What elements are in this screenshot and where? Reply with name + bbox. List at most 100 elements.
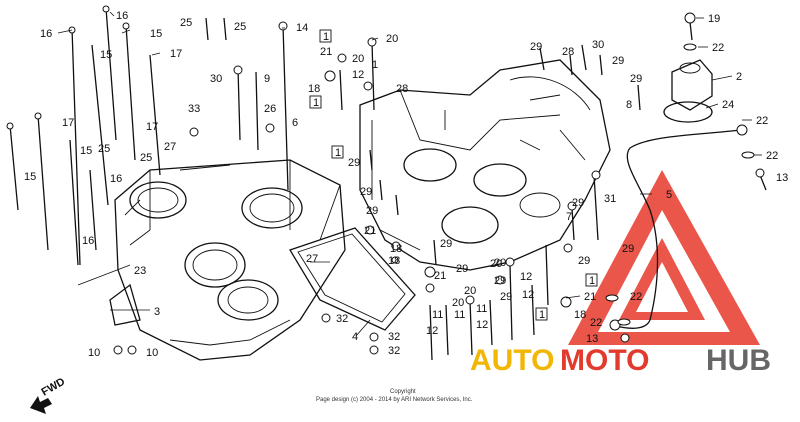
watermark-hub: HUB <box>706 344 771 377</box>
cylinder-studs <box>9 7 289 266</box>
label-13: 13 <box>586 333 598 345</box>
label-22: 22 <box>766 150 778 162</box>
label-16: 16 <box>116 10 128 22</box>
label-29: 29 <box>366 205 378 217</box>
label-21: 21 <box>434 270 446 282</box>
label-29: 29 <box>572 197 584 209</box>
label-20: 20 <box>352 53 364 65</box>
label-16: 16 <box>110 173 122 185</box>
label-30: 30 <box>592 39 604 51</box>
label-22: 22 <box>712 42 724 54</box>
oil-pan-gasket <box>289 227 416 331</box>
label-15: 15 <box>100 49 112 61</box>
label-16: 16 <box>82 235 94 247</box>
label-29: 29 <box>530 41 542 53</box>
boxed-label-1: 1 <box>335 147 341 159</box>
label-29: 29 <box>494 275 506 287</box>
label-29: 29 <box>612 55 624 67</box>
forward-direction-indicator: FWD <box>30 376 67 414</box>
label-33: 33 <box>188 103 200 115</box>
label-26: 26 <box>264 103 276 115</box>
breather-cover <box>663 59 713 123</box>
boxed-label-1: 1 <box>539 309 545 321</box>
label-20: 20 <box>452 297 464 309</box>
label-21: 21 <box>320 46 332 58</box>
oil-pipe <box>609 124 748 331</box>
label-10: 10 <box>88 347 100 359</box>
label-20: 20 <box>386 33 398 45</box>
label-29: 29 <box>360 186 372 198</box>
leader-lines <box>57 11 762 337</box>
label-32: 32 <box>388 331 400 343</box>
label-22: 22 <box>590 317 602 329</box>
label-23: 23 <box>134 265 146 277</box>
label-12: 12 <box>426 325 438 337</box>
label-20: 20 <box>494 257 506 269</box>
label-31: 31 <box>604 193 616 205</box>
crankcase-bolts <box>339 21 767 361</box>
label-24: 24 <box>722 99 734 111</box>
copyright-line-1: Copyright <box>390 389 416 395</box>
label-11: 11 <box>476 303 487 315</box>
label-17: 17 <box>170 48 182 60</box>
label-6: 6 <box>292 117 298 129</box>
label-18: 18 <box>390 243 402 255</box>
label-29: 29 <box>578 255 590 267</box>
label-30: 30 <box>210 73 222 85</box>
label-18: 18 <box>388 255 400 267</box>
watermark-logo-text: AUTO MOTO HUB <box>470 344 771 377</box>
label-29: 29 <box>348 157 360 169</box>
label-3: 3 <box>154 306 160 318</box>
label-20: 20 <box>464 285 476 297</box>
copyright-notice: Copyright Page design (c) 2004 - 2014 by… <box>316 389 473 403</box>
label-2: 2 <box>736 71 742 83</box>
label-29: 29 <box>630 73 642 85</box>
forward-arrow-icon <box>30 396 52 414</box>
label-12: 12 <box>476 319 488 331</box>
label-19: 19 <box>708 13 720 25</box>
label-15: 15 <box>24 171 36 183</box>
label-14: 14 <box>296 22 308 34</box>
watermark-moto: MOTO <box>560 344 649 377</box>
label-12: 12 <box>522 289 534 301</box>
cylinder-block <box>114 159 346 361</box>
label-27: 27 <box>306 253 318 265</box>
label-4: 4 <box>352 331 358 343</box>
label-21: 21 <box>364 225 376 237</box>
label-8: 8 <box>626 99 632 111</box>
watermark-auto: AUTO <box>470 344 554 377</box>
copyright-line-2: Page design (c) 2004 - 2014 by ARI Netwo… <box>316 397 473 403</box>
label-16: 16 <box>40 28 52 40</box>
label-17: 17 <box>146 121 158 133</box>
label-15: 15 <box>80 145 92 157</box>
label-5: 5 <box>666 189 672 201</box>
label-27: 27 <box>164 141 176 153</box>
bracket-part-3 <box>109 283 141 326</box>
label-15: 15 <box>150 28 162 40</box>
label-25: 25 <box>180 17 192 29</box>
boxed-label-1: 1 <box>589 275 595 287</box>
label-17: 17 <box>62 117 74 129</box>
boxed-label-1: 1 <box>313 97 319 109</box>
label-25: 25 <box>140 152 152 164</box>
label-11: 11 <box>432 309 443 321</box>
label-22: 22 <box>756 115 768 127</box>
label-9: 9 <box>264 73 270 85</box>
label-29: 29 <box>500 291 512 303</box>
label-10: 10 <box>146 347 158 359</box>
label-12: 12 <box>520 271 532 283</box>
boxed-label-1: 1 <box>323 31 329 43</box>
label-18: 18 <box>574 309 586 321</box>
label-21: 21 <box>584 291 596 303</box>
label-32: 32 <box>336 313 348 325</box>
label-25: 25 <box>98 143 110 155</box>
part-number-labels: 16 16 15 15 17 25 25 14 20 21 20 12 18 1… <box>24 10 788 359</box>
label-29: 29 <box>440 238 452 250</box>
label-25: 25 <box>234 21 246 33</box>
label-1: 1 <box>372 59 378 71</box>
label-22: 22 <box>630 291 642 303</box>
label-20: 20 <box>490 258 502 270</box>
fwd-label: FWD <box>40 376 68 399</box>
boxed-reference-labels: 1 1 1 1 1 <box>309 29 598 321</box>
label-13: 13 <box>776 172 788 184</box>
